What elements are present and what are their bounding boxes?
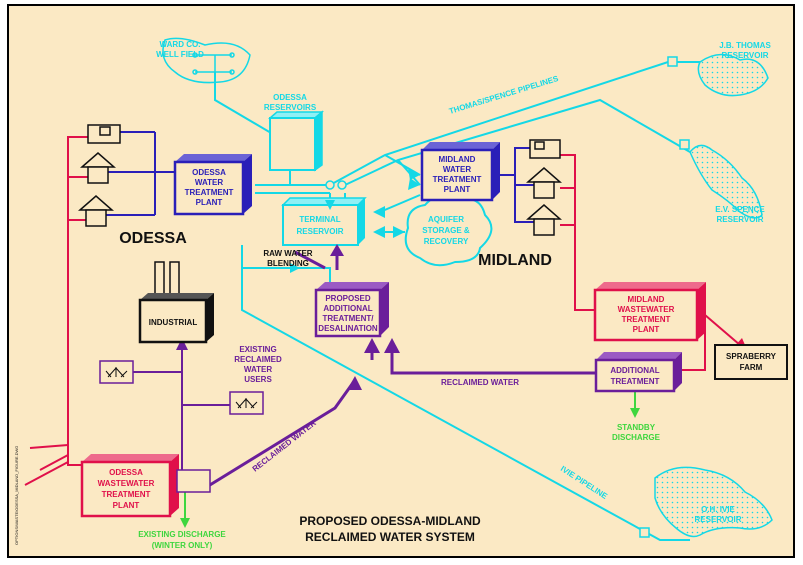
midland-wwtp-box xyxy=(593,282,706,342)
proposed-treatment-label-4: DESALINATION xyxy=(318,324,378,333)
proposed-treatment-box xyxy=(314,282,389,338)
potable-water-network xyxy=(214,61,700,541)
diagram-title-line1: PROPOSED ODESSA-MIDLAND xyxy=(299,514,481,528)
existing-users-label-3: WATER xyxy=(244,365,273,374)
odessa-reservoirs-label-1: ODESSA xyxy=(273,93,307,102)
standby-discharge-label-2: DISCHARGE xyxy=(612,433,661,442)
odessa-wwtp-label-3: TREATMENT xyxy=(102,490,151,499)
proposed-treatment-label-1: PROPOSED xyxy=(325,294,371,303)
aquifer-label-3: RECOVERY xyxy=(424,237,469,246)
midland-distribution xyxy=(498,147,535,223)
odessa-wtp-label-4: PLANT xyxy=(196,198,223,207)
potable-arrowheads xyxy=(290,168,420,273)
additional-treatment-label-1: ADDITIONAL xyxy=(610,366,659,375)
oh-ivie-label-2: RESERVOIR xyxy=(695,515,742,524)
ev-spence-reservoir-shape xyxy=(689,144,763,219)
sprinkler-icons xyxy=(105,367,258,409)
ward-field-wells xyxy=(162,37,251,84)
midland-wtp-label-4: PLANT xyxy=(444,185,471,194)
odessa-wwtp-label-4: PLANT xyxy=(113,501,140,510)
additional-treatment-box xyxy=(594,352,682,393)
proposed-treatment-label-2: ADDITIONAL xyxy=(323,304,372,313)
raw-water-label-1: RAW WATER xyxy=(263,249,312,258)
aquifer-label-2: STORAGE & xyxy=(422,226,470,235)
midland-wwtp-label-3: TREATMENT xyxy=(622,315,671,324)
odessa-reservoirs-box xyxy=(267,110,325,172)
jb-thomas-reservoir-shape xyxy=(697,53,769,97)
midland-wwtp-label-2: WASTEWATER xyxy=(618,305,675,314)
odessa-houses xyxy=(78,124,121,227)
midland-wwtp-label-4: PLANT xyxy=(633,325,660,334)
standby-discharge-label-1: STANDBY xyxy=(617,423,656,432)
jb-thomas-label-1: J.B. THOMAS xyxy=(719,41,771,50)
midland-wtp-label-3: TREATMENT xyxy=(433,175,482,184)
existing-users-label-4: USERS xyxy=(244,375,272,384)
terminal-reservoir-box xyxy=(281,197,367,246)
proposed-treatment-label-3: TREATMENT/ xyxy=(323,314,375,323)
midland-houses xyxy=(526,139,562,236)
existing-discharge-arrow xyxy=(180,518,190,528)
midland-label: MIDLAND xyxy=(478,252,552,269)
reclaimed-arrowheads xyxy=(330,244,400,390)
wastewater-collection xyxy=(24,136,741,486)
terminal-reservoir-label-2: RESERVOIR xyxy=(297,227,344,236)
aquifer-label-1: AQUIFER xyxy=(428,215,464,224)
jb-thomas-label-2: RESERVOIR xyxy=(722,51,769,60)
existing-discharge-label-2: (WINTER ONLY) xyxy=(152,541,213,550)
existing-users-label-1: EXISTING xyxy=(239,345,276,354)
raw-water-label-2: BLENDING xyxy=(267,259,309,268)
reclaimed-water-horizontal-label: RECLAIMED WATER xyxy=(441,378,519,387)
odessa-reservoirs-label-2: RESERVOIRS xyxy=(264,103,317,112)
diagram-title-line2: RECLAIMED WATER SYSTEM xyxy=(305,530,475,544)
industrial-building xyxy=(138,261,214,344)
ev-spence-label-1: E.V. SPENCE xyxy=(715,205,765,214)
odessa-wtp-label-2: WATER xyxy=(195,178,224,187)
existing-discharge-label-1: EXISTING DISCHARGE xyxy=(138,530,226,539)
spraberry-label-2: FARM xyxy=(740,363,763,372)
standby-discharge-arrow xyxy=(630,408,640,418)
odessa-wwtp-box xyxy=(80,454,179,518)
spraberry-label-1: SPRABERRY xyxy=(726,352,777,361)
to-industrial-arrow xyxy=(176,338,188,350)
spraberry-farm-box xyxy=(714,344,788,380)
odessa-label: ODESSA xyxy=(119,230,187,247)
odessa-wtp-box xyxy=(173,154,252,216)
oh-ivie-label-1: O.H. IVIE xyxy=(701,505,735,514)
additional-treatment-label-2: TREATMENT xyxy=(611,377,660,386)
pipeline-valves xyxy=(325,56,690,538)
midland-wwtp-label-1: MIDLAND xyxy=(628,295,665,304)
odessa-wtp-label-1: ODESSA xyxy=(192,168,226,177)
odessa-wtp-label-3: TREATMENT xyxy=(185,188,234,197)
terminal-reservoir-label-1: TERMINAL xyxy=(299,215,340,224)
odessa-wwtp-label-2: WASTEWATER xyxy=(98,479,155,488)
aquifer-cloud xyxy=(404,194,493,267)
ward-field-label-1: WARD CO. xyxy=(160,40,201,49)
midland-wtp-label-2: WATER xyxy=(443,165,472,174)
ward-field-label-2: WELL FIELD xyxy=(156,50,204,59)
outfall-structure xyxy=(176,469,211,493)
midland-wtp-label-1: MIDLAND xyxy=(439,155,476,164)
ev-spence-label-2: RESERVOIR xyxy=(717,215,764,224)
drawing-file-note: OPTIONS\WASTE\ODESSA_MIDLAND_FIGURE.DWG xyxy=(14,446,19,545)
odessa-wwtp-label-1: ODESSA xyxy=(109,468,143,477)
midland-wtp-box xyxy=(420,142,500,202)
oh-ivie-reservoir-shape xyxy=(654,466,773,538)
existing-users-label-2: RECLAIMED xyxy=(234,355,282,364)
industrial-label: INDUSTRIAL xyxy=(149,318,198,327)
